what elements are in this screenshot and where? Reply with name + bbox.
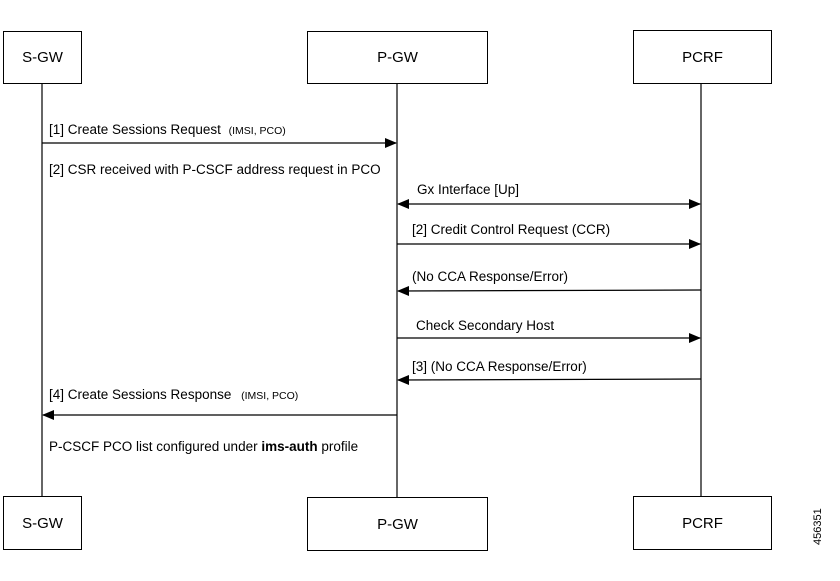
msg-create-sessions-response: [4] Create Sessions Response (IMSI, PCO) [49,387,298,404]
sgw-box-top: S-GW [3,31,82,84]
msg-gx-interface-text: Gx Interface [Up] [417,182,520,197]
msg-create-sessions-response-params: (IMSI, PCO) [241,390,299,402]
msg-gx-interface: Gx Interface [Up] [417,182,519,198]
msg-no-cca-response-1-text: (No CCA Response/Error) [412,269,569,284]
sgw-box-bottom: S-GW [3,496,82,550]
msg-no-cca-response-3: [3] (No CCA Response/Error) [412,359,587,375]
msg-check-secondary-host-text: Check Secondary Host [416,318,555,333]
msg-ccr-text: [2] Credit Control Request (CCR) [412,222,611,237]
msg-create-sessions-request: [1] Create Sessions Request (IMSI, PCO) [49,122,286,139]
note-pcscf-pco-list: P-CSCF PCO list configured under ims-aut… [49,439,358,455]
arrow-no-cca-response-1 [397,285,702,296]
msg-ccr: [2] Credit Control Request (CCR) [412,222,610,238]
note-suffix: profile [317,439,359,454]
msg-create-sessions-request-params: (IMSI, PCO) [228,125,286,137]
note-prefix: P-CSCF PCO list configured under [49,439,262,454]
msg-create-sessions-request-text: [1] Create Sessions Request [49,122,221,137]
pcrf-label: PCRF [682,514,723,532]
msg-check-secondary-host: Check Secondary Host [416,318,554,334]
note-bold: ims-auth [261,439,318,454]
pgw-label: P-GW [377,515,418,533]
pgw-label: P-GW [377,49,418,66]
sgw-label: S-GW [22,49,63,66]
pcrf-box-bottom: PCRF [633,496,772,550]
pcrf-box-top: PCRF [633,30,772,84]
pgw-box-top: P-GW [307,31,488,84]
pcrf-label: PCRF [682,48,723,66]
msg-create-sessions-response-text: [4] Create Sessions Response [49,387,232,402]
arrow-no-cca-response-3 [397,374,702,385]
msg-no-cca-response-3-text: [3] (No CCA Response/Error) [412,359,587,374]
msg-csr-received: [2] CSR received with P-CSCF address req… [49,162,381,178]
msg-no-cca-response-1: (No CCA Response/Error) [412,269,568,285]
msg-csr-received-text: [2] CSR received with P-CSCF address req… [49,162,381,177]
sgw-label: S-GW [22,514,63,532]
figure-id: 456351 [812,508,824,545]
pgw-box-bottom: P-GW [307,497,488,551]
